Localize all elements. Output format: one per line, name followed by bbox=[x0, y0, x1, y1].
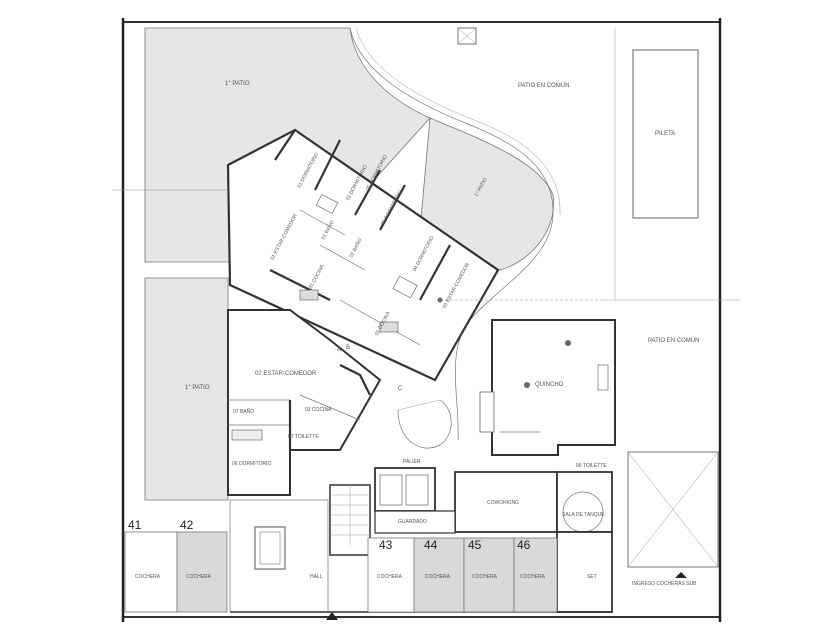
label-palier: PALIER bbox=[403, 459, 421, 465]
label-coworking: COWORKING bbox=[487, 500, 519, 506]
label-set: SET bbox=[587, 574, 597, 580]
label-patio-left: 1° PATIO bbox=[185, 385, 210, 391]
label-toilette-1: 07 TOILETTE bbox=[288, 434, 319, 440]
label-sala-tanque: SALA DE TANQUE bbox=[562, 512, 605, 518]
marker-b: B bbox=[346, 345, 350, 351]
cochera-46: COCHERA bbox=[520, 574, 546, 580]
label-patio-comun-right: PATIO EN COMÚN bbox=[648, 337, 699, 344]
label-patio-top: 1° PATIO bbox=[225, 81, 250, 87]
cochera-42: COCHERA bbox=[186, 574, 212, 580]
marker-c: C bbox=[398, 386, 403, 392]
pool bbox=[632, 49, 699, 219]
parking-number-42: 42 bbox=[180, 518, 194, 532]
label-guardado: GUARDADO bbox=[398, 519, 427, 525]
parking-stalls bbox=[124, 531, 558, 613]
label-cocina-3: 03 COCINA bbox=[305, 407, 332, 413]
label-quincho: QUINCHO bbox=[535, 382, 564, 388]
elevator bbox=[254, 526, 286, 570]
parking-number-46: 46 bbox=[517, 538, 531, 552]
cochera-43: COCHERA bbox=[377, 574, 403, 580]
patio-left-area bbox=[144, 277, 229, 501]
curved-boundary bbox=[349, 27, 554, 441]
parking-number-43: 43 bbox=[379, 538, 393, 552]
parking-number-41: 41 bbox=[128, 518, 142, 532]
parking-number-44: 44 bbox=[424, 538, 438, 552]
lower-left-apartment bbox=[227, 309, 382, 496]
label-estar-b: 02 ESTAR-COMEDOR bbox=[255, 371, 317, 377]
label-ingreso: INGRESO COCHERAS SUB bbox=[632, 581, 697, 587]
patio-diag-area bbox=[419, 117, 554, 271]
diagonal-apartment-block bbox=[226, 128, 500, 382]
label-bano-3: 07 BAÑO bbox=[233, 408, 254, 415]
parking-number-45: 45 bbox=[468, 538, 482, 552]
cochera-44: COCHERA bbox=[425, 574, 451, 580]
label-toilette-2: 06 TOILETTE bbox=[576, 463, 607, 469]
cochera-45: COCHERA bbox=[472, 574, 498, 580]
label-pileta: PILETA bbox=[655, 131, 675, 137]
ramp-arrow bbox=[675, 572, 687, 578]
marker-a: A bbox=[337, 347, 341, 353]
services-block bbox=[374, 467, 613, 613]
quincho-block bbox=[479, 319, 616, 456]
label-patio-comun-top: PATIO EN COMÚN bbox=[518, 82, 569, 89]
label-dorm-6: 06 DORMITORIO bbox=[232, 461, 271, 467]
cochera-41: COCHERA bbox=[135, 574, 161, 580]
label-hall: HALL bbox=[310, 574, 323, 580]
entry-arrow bbox=[326, 612, 338, 620]
stair bbox=[329, 484, 371, 556]
